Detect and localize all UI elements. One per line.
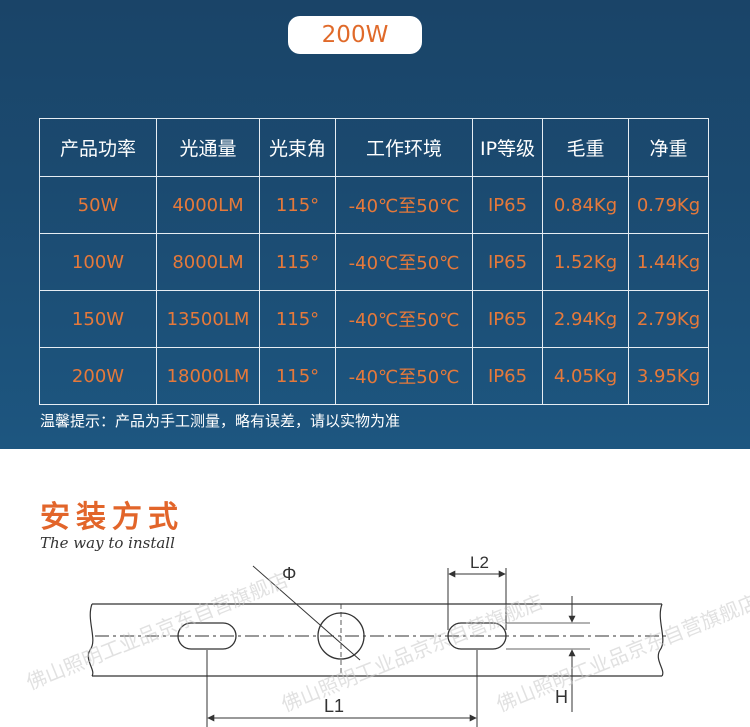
cell-gross-weight: 1.52Kg — [542, 233, 629, 291]
install-subtitle: The way to install — [40, 534, 175, 552]
slot-hole-left — [177, 622, 237, 650]
rail-left-break — [87, 603, 94, 677]
install-title: 安装方式 — [40, 500, 184, 535]
table-row: 100W 8000LM 115° -40℃至50℃ IP65 1.52Kg 1.… — [39, 233, 709, 291]
header-environment: 工作环境 — [335, 118, 473, 177]
l1-label: L1 — [324, 696, 344, 716]
header-net-weight: 净重 — [628, 118, 709, 177]
cell-environment: -40℃至50℃ — [335, 347, 473, 405]
cell-net-weight: 1.44Kg — [628, 233, 709, 291]
page-title: 200W — [288, 16, 422, 54]
rail-right-break — [657, 603, 664, 677]
header-gross-weight: 毛重 — [542, 118, 629, 177]
slot-hole-right — [447, 622, 507, 650]
cell-ip-rating: IP65 — [472, 290, 543, 348]
h-label: H — [555, 687, 568, 707]
spec-section: 200W 产品功率 光通量 光束角 工作环境 IP等级 毛重 净重 50W 40… — [0, 0, 750, 449]
cell-net-weight: 2.79Kg — [628, 290, 709, 348]
cell-ip-rating: IP65 — [472, 347, 543, 405]
cell-beam-angle: 115° — [259, 233, 336, 291]
cell-flux: 8000LM — [156, 233, 260, 291]
cell-environment: -40℃至50℃ — [335, 233, 473, 291]
install-diagram: Φ L2 H L1 佛山照明工业品京东自营旗舰店 佛山照明工业品京东自营旗舰店 … — [23, 555, 750, 727]
phi-label: Φ — [282, 564, 296, 584]
cell-ip-rating: IP65 — [472, 176, 543, 234]
cell-gross-weight: 2.94Kg — [542, 290, 629, 348]
cell-flux: 4000LM — [156, 176, 260, 234]
cell-net-weight: 0.79Kg — [628, 176, 709, 234]
header-beam-angle: 光束角 — [259, 118, 336, 177]
cell-beam-angle: 115° — [259, 347, 336, 405]
table-row: 200W 18000LM 115° -40℃至50℃ IP65 4.05Kg 3… — [39, 347, 709, 405]
cell-gross-weight: 0.84Kg — [542, 176, 629, 234]
spec-table: 产品功率 光通量 光束角 工作环境 IP等级 毛重 净重 50W 4000LM … — [39, 118, 709, 405]
table-row: 150W 13500LM 115° -40℃至50℃ IP65 2.94Kg 2… — [39, 290, 709, 348]
cell-power: 150W — [39, 290, 157, 348]
cell-power: 200W — [39, 347, 157, 405]
cell-flux: 13500LM — [156, 290, 260, 348]
cell-beam-angle: 115° — [259, 176, 336, 234]
phi-leader — [252, 565, 361, 661]
header-flux: 光通量 — [156, 118, 260, 177]
header-power: 产品功率 — [39, 118, 157, 177]
cell-beam-angle: 115° — [259, 290, 336, 348]
l2-label: L2 — [470, 555, 489, 572]
cell-environment: -40℃至50℃ — [335, 176, 473, 234]
cell-power: 50W — [39, 176, 157, 234]
cell-ip-rating: IP65 — [472, 233, 543, 291]
table-header-row: 产品功率 光通量 光束角 工作环境 IP等级 毛重 净重 — [39, 118, 709, 177]
table-row: 50W 4000LM 115° -40℃至50℃ IP65 0.84Kg 0.7… — [39, 176, 709, 234]
cell-environment: -40℃至50℃ — [335, 290, 473, 348]
cell-gross-weight: 4.05Kg — [542, 347, 629, 405]
header-ip-rating: IP等级 — [472, 118, 543, 177]
cell-power: 100W — [39, 233, 157, 291]
measurement-note: 温馨提示：产品为手工测量，略有误差，请以实物为准 — [40, 412, 401, 430]
cell-flux: 18000LM — [156, 347, 260, 405]
cell-net-weight: 3.95Kg — [628, 347, 709, 405]
